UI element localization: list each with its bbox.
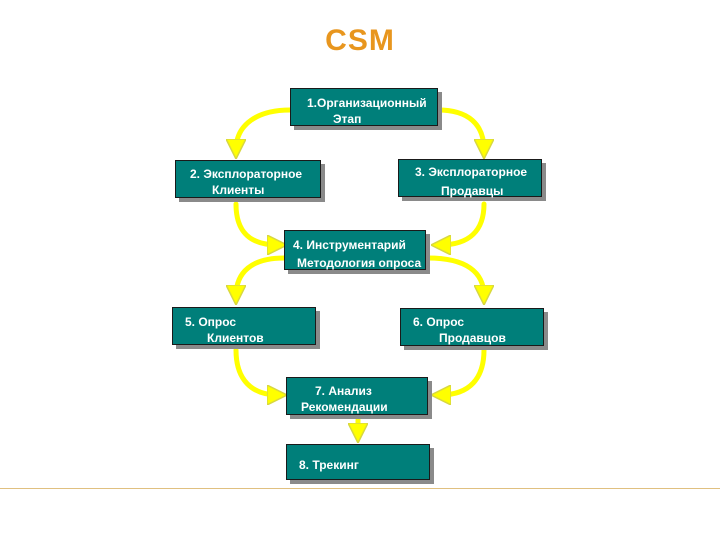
diagram-title: CSM [325,24,395,57]
step-1-line2: Этап [333,112,362,126]
step-8-line1: 8. Трекинг [299,458,359,472]
step-6-line2: Продавцов [439,331,506,345]
step-4-box: 4. Инструментарий Методология опроса [284,230,426,270]
step-5-box: 5. Опрос Клиентов [172,307,316,345]
step-5-line2: Клиентов [207,331,264,345]
step-2-line1: 2. Эксплораторное [190,167,303,181]
arrow-6-7 [440,347,487,395]
step-1-box: 1.Организационный Этап [290,88,438,126]
arrow-4-6 [425,255,484,296]
step-2-box: 2. Эксплораторное Клиенты [175,160,321,198]
step-5-line1: 5. Опрос [185,315,237,329]
arrow-3-4 [440,201,487,245]
step-3-line1: 3. Эксплораторное [415,165,528,179]
step-4-line1: 4. Инструментарий [293,238,406,252]
step-6-line1: 6. Опрос [413,315,465,329]
step-3-box: 3. Эксплораторное Продавцы [398,159,542,198]
step-6-box: 6. Опрос Продавцов [400,308,544,346]
step-8-box: 8. Трекинг [286,444,430,480]
step-1-line1: 1.Организационный [307,96,427,110]
step-4-line2: Методология опроса [297,256,422,270]
bottom-divider [0,488,720,489]
step-3-line2: Продавцы [441,184,504,198]
step-7-box: 7. Анализ Рекомендации [286,377,428,415]
arrow-2-4 [233,201,278,245]
step-7-line2: Рекомендации [301,400,388,414]
step-7-line1: 7. Анализ [315,384,372,398]
arrow-1-3 [435,107,484,150]
arrow-1-2 [236,107,293,150]
arrow-4-5 [236,255,287,296]
arrow-5-7 [233,347,278,395]
step-2-line2: Клиенты [212,183,265,197]
